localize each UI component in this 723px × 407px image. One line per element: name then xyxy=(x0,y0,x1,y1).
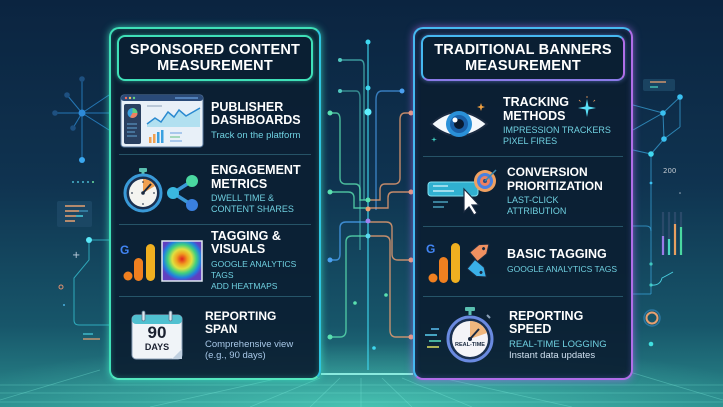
decoration-value: 200 xyxy=(663,167,676,175)
click-target-icon xyxy=(423,168,501,216)
analytics-heatmap-icon: G xyxy=(119,236,205,286)
item-title: BASIC TAGGING xyxy=(507,246,607,261)
item-title: TAGGING &VISUALS xyxy=(211,228,281,256)
item-subtitle: DWELL TIME &CONTENT SHARES xyxy=(211,193,294,214)
panel-title-line1: TRADITIONAL BANNERS xyxy=(434,42,612,58)
sponsored-content-panel: SPONSORED CONTENT MEASUREMENT xyxy=(109,27,321,380)
dashboard-icon xyxy=(119,94,205,148)
item-subtitle: Track on the platform xyxy=(211,129,301,141)
calendar-number: 90 xyxy=(147,323,167,342)
realtime-stopwatch-icon: REAL-TIME xyxy=(423,305,503,365)
item-subtitle: Comprehensive view(e.g., 90 days) xyxy=(205,338,294,361)
eye-icon xyxy=(423,97,497,147)
list-item-basic-tagging: G BASIC TAGGING GOOGLE ANALYTICS TAGS xyxy=(423,227,623,297)
gauge-label: REAL-TIME xyxy=(455,342,485,348)
panel-title-line2: MEASUREMENT xyxy=(465,58,581,74)
list-item-reporting-span: 90 DAYS REPORTING SPAN Comprehensive vie… xyxy=(119,297,311,373)
svg-text:G: G xyxy=(426,242,435,256)
panel-title-line1: SPONSORED CONTENT xyxy=(129,42,301,58)
calendar-icon: 90 DAYS xyxy=(119,310,195,360)
svg-text:+: + xyxy=(72,250,80,261)
calendar-unit: DAYS xyxy=(144,342,170,352)
panel-title: SPONSORED CONTENT MEASUREMENT xyxy=(117,35,313,81)
panel-title-line2: MEASUREMENT xyxy=(157,58,273,74)
sparkle-icon xyxy=(577,96,596,117)
item-subtitle: GOOGLE ANALYTICS TAGS xyxy=(507,264,618,275)
item-title: REPORTING SPAN xyxy=(205,308,277,336)
traditional-banners-panel: TRADITIONAL BANNERS MEASUREMENT TRACKING… xyxy=(413,27,633,380)
panel-title: TRADITIONAL BANNERS MEASUREMENT xyxy=(421,35,625,81)
stopwatch-share-icon xyxy=(119,166,205,214)
list-item-tagging-visuals: G TAGGING &VISUALS xyxy=(119,225,311,297)
svg-text:G: G xyxy=(120,243,129,257)
analytics-tags-icon: G xyxy=(423,237,501,287)
